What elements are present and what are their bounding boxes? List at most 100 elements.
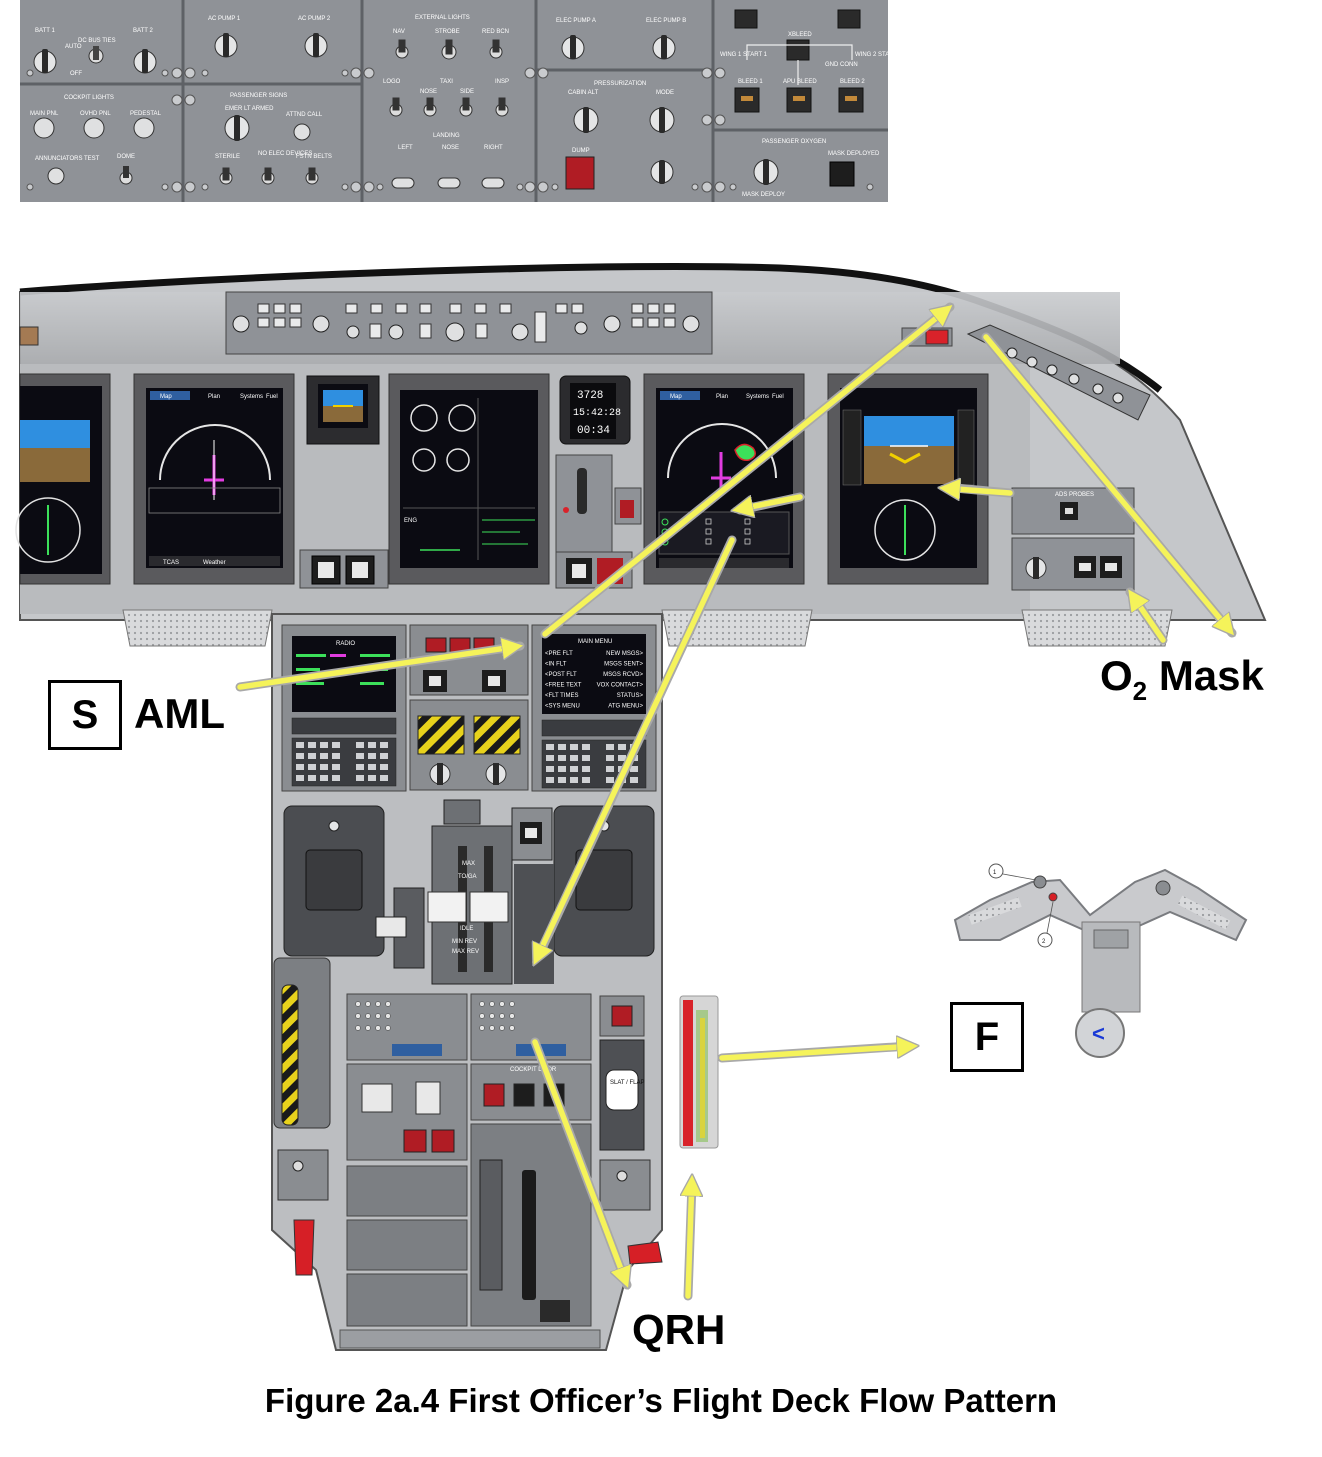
mcdu-right-item[interactable]: MSGS SENT>: [604, 662, 643, 668]
right-mfd-fuel-tab[interactable]: Fuel: [772, 394, 784, 400]
lfe-knob[interactable]: [650, 160, 674, 184]
insp-switch[interactable]: [495, 97, 509, 117]
parking-brake-handle[interactable]: [281, 984, 299, 1126]
taxi-nose-switch[interactable]: [423, 97, 437, 117]
left-mfd-plan-tab[interactable]: Plan: [208, 394, 220, 400]
right-mfd-plan-tab[interactable]: Plan: [716, 394, 728, 400]
lower-center-buttons: [299, 549, 633, 589]
thrust-max-label: MAX: [462, 861, 475, 867]
logo-switch[interactable]: [389, 97, 403, 117]
batt1-label: BATT 1: [35, 28, 55, 34]
mcdu-left-item[interactable]: <POST FLT: [545, 672, 577, 678]
right-mfd-systems-tab[interactable]: Systems: [746, 394, 769, 400]
mcdu-right-item[interactable]: NEW MSGS>: [606, 651, 643, 657]
landing-right-switch[interactable]: [481, 177, 505, 189]
left-mfd-fuel-tab[interactable]: Fuel: [266, 394, 278, 400]
door-button-1[interactable]: [483, 1083, 505, 1107]
elec-pump-a-knob[interactable]: [561, 35, 585, 60]
mcdu-left-item[interactable]: <IN FLT: [545, 662, 567, 668]
slat-flap-lever[interactable]: [605, 1069, 639, 1111]
pedestal-dimmer[interactable]: [133, 117, 155, 139]
thrust-idle-label: IDLE: [460, 926, 473, 932]
attnd-call-button[interactable]: [293, 123, 311, 141]
dome-switch[interactable]: [119, 166, 133, 185]
left-mcdu-title: RADIO: [336, 641, 355, 647]
ovhd-pnl-label: OVHD PNL: [80, 111, 111, 117]
left-mfd-map-tab[interactable]: Map: [160, 394, 172, 400]
trim-panel: [346, 1063, 468, 1161]
bleed1-button[interactable]: [734, 87, 760, 113]
emergency-handle-left[interactable]: [293, 1219, 315, 1276]
right-mfd-map-tab[interactable]: Map: [670, 394, 682, 400]
elec-pump-b-knob[interactable]: [652, 35, 676, 60]
left-mfd-tcas-tab[interactable]: TCAS: [163, 560, 179, 566]
pack1-button[interactable]: [734, 9, 758, 29]
o2-prefix: O: [1100, 652, 1133, 699]
landing-nose-switch[interactable]: [437, 177, 461, 189]
reversionary-panel: [1011, 537, 1135, 591]
overhead-panel: BATT 1 BATT 2 DC BUS TIES AUTO OFF COCKP…: [20, 0, 903, 202]
batt1-knob[interactable]: [33, 49, 57, 74]
cockpit-door-panel: COCKPIT DOOR: [470, 1063, 592, 1121]
fire-handle-2[interactable]: [473, 715, 521, 755]
landing-gear-lever[interactable]: [577, 468, 587, 514]
mcdu-right-item[interactable]: STATUS>: [617, 693, 644, 699]
left-mfd-systems-tab[interactable]: Systems: [240, 394, 263, 400]
emergency-handle-right[interactable]: [627, 1241, 663, 1265]
mcdu-right-item[interactable]: VOX CONTACT>: [597, 683, 644, 689]
passenger-oxygen-title: PASSENGER OXYGEN: [762, 139, 826, 145]
mcdu-right-item[interactable]: ATG MENU>: [608, 704, 643, 710]
thrust-minrev-label: MIN REV: [452, 939, 477, 945]
dump-button[interactable]: [565, 156, 595, 190]
wing2-start2-label: WING 2 START 2: [855, 52, 903, 58]
cabin-alt-knob[interactable]: [573, 107, 599, 133]
red-bcn-switch[interactable]: [489, 39, 503, 59]
master-warning-button[interactable]: [925, 329, 949, 345]
fstn-belts-switch[interactable]: [305, 167, 319, 185]
passenger-signs-title: PASSENGER SIGNS: [230, 93, 287, 99]
annunciators-test-button[interactable]: [47, 167, 65, 185]
dc-bus-ties-switch[interactable]: [88, 46, 104, 64]
svg-text:<: <: [1092, 1021, 1105, 1046]
thrust-lever-1[interactable]: [427, 891, 467, 923]
pack2-button[interactable]: [837, 9, 861, 29]
ac-pump1-knob[interactable]: [214, 33, 238, 58]
main-pnl-dimmer[interactable]: [33, 117, 55, 139]
taxi-side-switch[interactable]: [459, 97, 473, 117]
aml-label: AML: [134, 690, 225, 737]
speedbrake-handle[interactable]: [375, 916, 407, 938]
mcdu-right-item[interactable]: MSGS RCVD>: [603, 672, 643, 678]
thrust-lever-2[interactable]: [469, 891, 509, 923]
xbleed-button[interactable]: [786, 39, 810, 61]
side-switch-panel: [966, 324, 1151, 421]
main-pnl-label: MAIN PNL: [30, 111, 59, 117]
strobe-switch[interactable]: [441, 39, 457, 60]
emer-lt-knob[interactable]: [224, 115, 250, 141]
side-label: SIDE: [460, 89, 474, 95]
sterile-switch[interactable]: [219, 167, 233, 185]
mode-label: MODE: [656, 90, 674, 96]
slat-flap-panel: SLAT / FLAP: [599, 995, 663, 1265]
mcdu-left-item[interactable]: <FREE TEXT: [545, 683, 582, 689]
door-button-2[interactable]: [513, 1083, 535, 1107]
mcdu-left-item[interactable]: <FLT TIMES: [545, 693, 579, 699]
passenger-oxygen-knob[interactable]: [753, 159, 779, 185]
ac-pump1-label: AC PUMP 1: [208, 16, 241, 22]
mode-knob[interactable]: [649, 107, 675, 133]
nav-switch[interactable]: [395, 39, 409, 59]
batt2-knob[interactable]: [133, 49, 157, 74]
left-pedestal-knob[interactable]: [429, 763, 451, 785]
bleed1-label: BLEED 1: [738, 79, 763, 85]
mcdu-left-item[interactable]: <PRE FLT: [545, 651, 573, 657]
landing-left-switch[interactable]: [391, 177, 415, 189]
right-pfd: [827, 373, 989, 585]
fire-handle-1[interactable]: [417, 715, 465, 755]
ac-pump2-knob[interactable]: [304, 33, 328, 58]
right-pedestal-knob[interactable]: [485, 763, 507, 785]
no-elec-switch[interactable]: [261, 167, 275, 185]
left-ccd-pad[interactable]: [305, 849, 363, 911]
ovhd-pnl-dimmer[interactable]: [83, 117, 105, 139]
mcdu-left-item[interactable]: <SYS MENU: [545, 704, 580, 710]
left-mfd-weather-tab[interactable]: Weather: [203, 560, 226, 566]
dome-label: DOME: [117, 154, 135, 160]
